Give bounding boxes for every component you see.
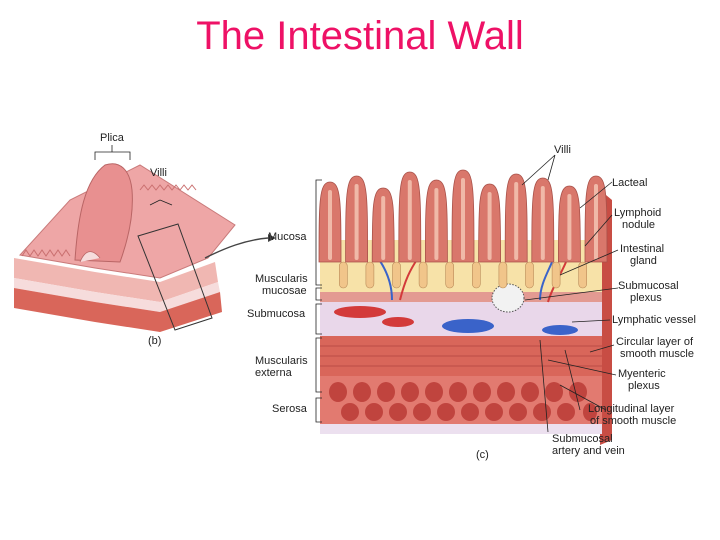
intestinal-gland	[393, 262, 401, 288]
muscularis-mucosae-label-1: Muscularis	[255, 273, 308, 285]
intestinal-gland	[339, 262, 347, 288]
panel-b-block: Plica Villi (b)	[14, 132, 235, 347]
muscularis-externa-label-2: externa	[255, 367, 293, 379]
lymphoid-nodule	[492, 284, 524, 312]
intestinal-gland	[579, 262, 587, 288]
longitudinal-layer-label-1: Longitudinal layer	[588, 403, 675, 415]
circular-layer-label-1: Circular layer of	[616, 336, 694, 348]
intestinal-gland	[552, 262, 560, 288]
submucosal-artery-vein-label-1: Submucosal	[552, 433, 613, 445]
submucosal-plexus-label-1: Submucosal	[618, 280, 679, 292]
figure-label-b: (b)	[148, 335, 161, 347]
circular-layer-label-2: smooth muscle	[620, 348, 694, 360]
lymphatic-vessel-label: Lymphatic vessel	[612, 314, 696, 326]
muscularis-mucosae-label-2: mucosae	[262, 285, 307, 297]
intestinal-gland	[419, 262, 427, 288]
submucosal-plexus-label-2: plexus	[630, 292, 662, 304]
serosa-label: Serosa	[272, 403, 308, 415]
submucosa-label: Submucosa	[247, 308, 306, 320]
intestinal-gland-label-1: Intestinal	[620, 243, 664, 255]
lymphoid-nodule-label-2: nodule	[622, 219, 655, 231]
intestinal-gland	[526, 262, 534, 288]
intestinal-gland	[366, 262, 374, 288]
myenteric-plexus-label-1: Myenteric	[618, 368, 666, 380]
mucosa-label: Mucosa	[268, 231, 307, 243]
lacteal-label: Lacteal	[612, 177, 647, 189]
intestinal-gland	[472, 262, 480, 288]
intestinal-gland	[446, 262, 454, 288]
intestinal-gland-label-2: gland	[630, 255, 657, 267]
myenteric-plexus-label-2: plexus	[628, 380, 660, 392]
villi-label-b: Villi	[150, 167, 167, 179]
plica-label: Plica	[100, 132, 125, 144]
muscularis-externa-label-1: Muscularis	[255, 355, 308, 367]
longitudinal-layer-label-2: of smooth muscle	[590, 415, 676, 427]
villi-label-c: Villi	[554, 144, 571, 156]
panel-c-block: (c)	[316, 155, 618, 461]
intestinal-gland	[499, 262, 507, 288]
lymphoid-nodule-label-1: Lymphoid	[614, 207, 661, 219]
muscularis-mucosae-layer	[320, 292, 602, 302]
figure-label-c: (c)	[476, 449, 489, 461]
submucosal-artery-vein-label-2: artery and vein	[552, 445, 625, 457]
plica-fold	[75, 164, 132, 262]
